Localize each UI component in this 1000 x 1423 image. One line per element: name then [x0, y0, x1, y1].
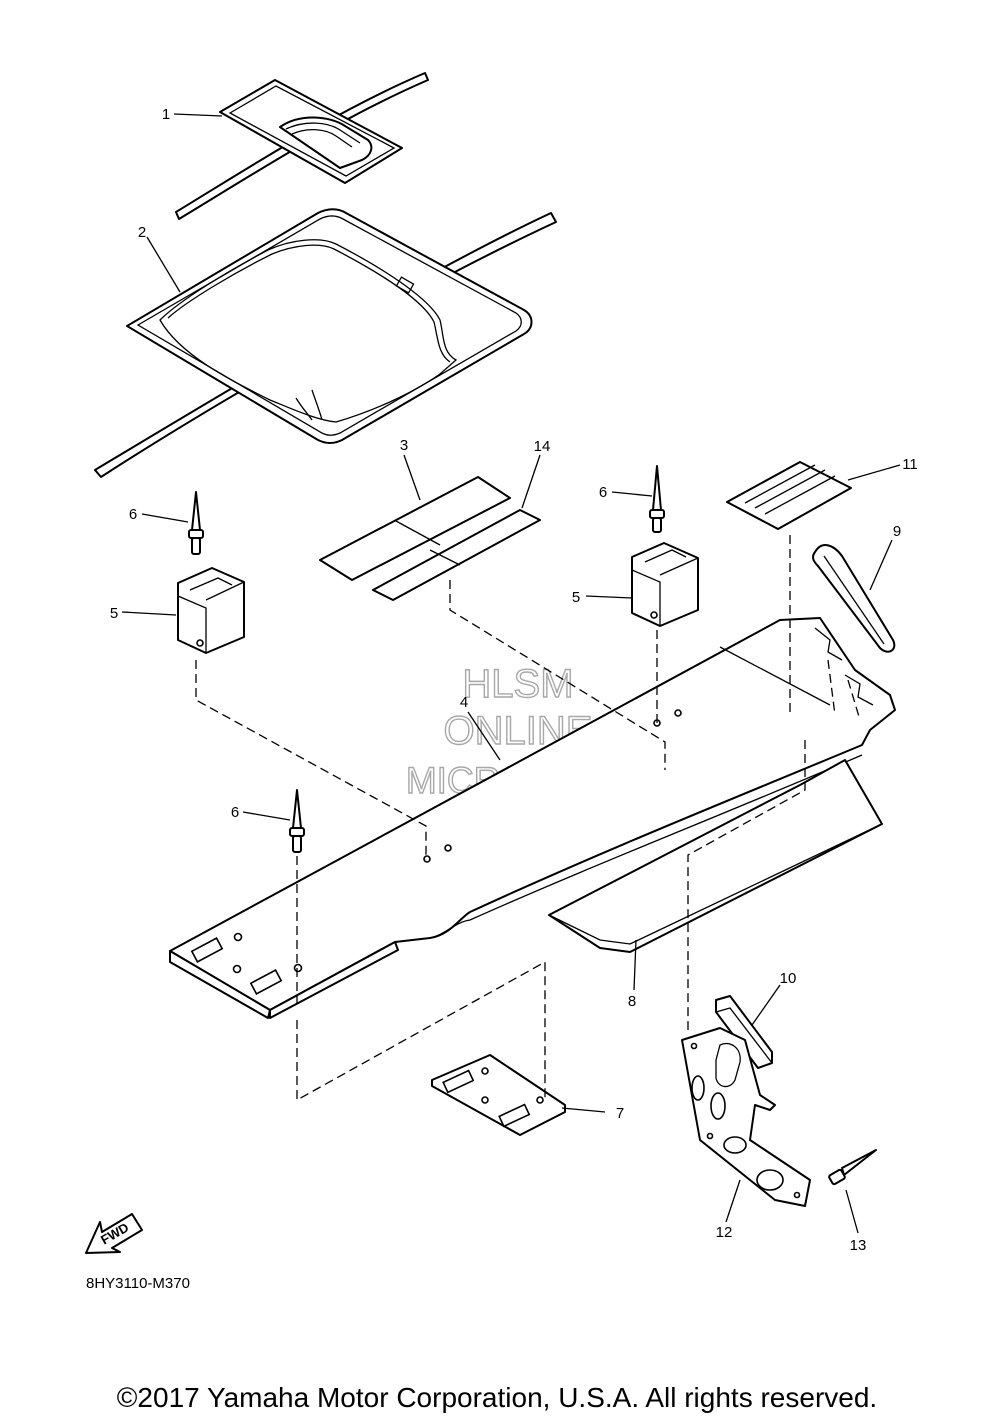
assembly-lines	[195, 535, 861, 1102]
callout-9: 9	[893, 523, 901, 540]
part-2-cover	[94, 208, 557, 478]
part-14-decal	[372, 509, 541, 601]
diagram-code: 8HY3110-M370	[86, 1275, 190, 1292]
part-1-strap-pad	[175, 72, 429, 220]
part-6-rivet-right	[649, 465, 665, 533]
callout-12: 12	[716, 1224, 733, 1241]
part-6-rivet-lower-left	[289, 789, 305, 853]
part-9-clip	[812, 544, 896, 653]
callout-7: 7	[616, 1105, 624, 1122]
callout-6-upper-left: 6	[129, 506, 137, 523]
fwd-arrow-icon: FWD	[85, 1213, 143, 1254]
part-12-bracket	[681, 1027, 811, 1207]
leader-lines	[121, 113, 901, 1234]
callouts: 1 2 3 4 5 5 6 6 6 7 8 9 10 11 12 13 14	[110, 106, 918, 1254]
part-5-bracket-right	[631, 542, 699, 627]
callout-4: 4	[460, 694, 468, 711]
copyright: ©2017 Yamaha Motor Corporation, U.S.A. A…	[117, 1382, 877, 1413]
part-6-rivet-upper-left	[188, 491, 204, 555]
callout-5-right: 5	[572, 589, 580, 606]
callout-11: 11	[902, 456, 918, 473]
callout-5-left: 5	[110, 605, 118, 622]
callout-6-right: 6	[599, 484, 607, 501]
callout-2: 2	[138, 224, 146, 241]
callout-13: 13	[850, 1237, 867, 1254]
callout-1: 1	[162, 106, 170, 123]
part-5-bracket-left	[177, 567, 245, 654]
part-8-foam	[548, 759, 883, 953]
part-13-screw	[828, 1149, 877, 1186]
part-10-block	[715, 995, 773, 1069]
watermark-line1: HLSM	[462, 662, 573, 706]
callout-14: 14	[534, 438, 551, 455]
callout-6-lower-left: 6	[231, 804, 239, 821]
part-11-pad	[726, 461, 852, 530]
callout-8: 8	[628, 993, 636, 1010]
callout-10: 10	[780, 970, 797, 987]
part-4-plate	[169, 617, 896, 1019]
part-3-decal	[319, 476, 511, 581]
callout-3: 3	[400, 437, 408, 454]
part-7-plate	[431, 1054, 566, 1136]
